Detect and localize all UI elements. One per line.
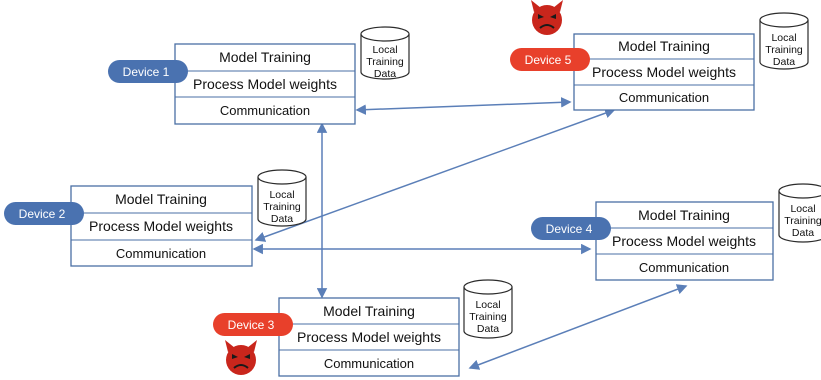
svg-text:Local: Local — [372, 44, 397, 56]
device-badge-label: Device 5 — [525, 53, 572, 67]
device-badge-label: Device 2 — [19, 207, 66, 221]
device-badge-label: Device 4 — [546, 222, 593, 236]
svg-text:Data: Data — [792, 227, 814, 239]
device-badge — [213, 313, 293, 336]
communication-label: Communication — [324, 356, 414, 371]
communication-label: Communication — [619, 90, 709, 105]
svg-text:Training: Training — [469, 311, 507, 323]
svg-text:Local: Local — [475, 299, 500, 311]
devil-face-icon — [531, 0, 563, 35]
svg-text:Training: Training — [765, 44, 803, 56]
device-badge — [531, 217, 611, 240]
device-box — [573, 33, 755, 111]
device-box — [595, 201, 774, 281]
device-node-5: Model Training Process Model weights Com… — [510, 12, 809, 111]
communication-label: Communication — [639, 260, 729, 275]
database-cylinder-icon: Local Training Data — [360, 26, 410, 80]
database-cylinder-icon: Local Training Data — [778, 183, 821, 243]
process-model-weights-label: Process Model weights — [612, 233, 756, 249]
connection-arrow — [254, 108, 616, 242]
svg-text:Data: Data — [271, 213, 293, 225]
device-node-4: Model Training Process Model weights Com… — [531, 183, 821, 281]
device-box — [278, 297, 460, 377]
model-training-label: Model Training — [638, 207, 730, 223]
device-box — [174, 43, 356, 125]
svg-text:Local: Local — [790, 203, 815, 215]
process-model-weights-label: Process Model weights — [297, 329, 441, 345]
device-badge — [108, 60, 188, 83]
process-model-weights-label: Process Model weights — [592, 64, 736, 80]
device-badge — [4, 202, 84, 225]
svg-text:Data: Data — [374, 68, 396, 80]
device-badge — [510, 48, 590, 71]
device-node-1: Model Training Process Model weights Com… — [108, 26, 410, 125]
model-training-label: Model Training — [323, 303, 415, 319]
svg-text:Training: Training — [263, 201, 301, 213]
svg-text:Data: Data — [477, 323, 499, 335]
devil-face-icon — [225, 340, 257, 375]
device-node-2: Model Training Process Model weights Com… — [4, 169, 307, 267]
database-cylinder-icon: Local Training Data — [463, 279, 513, 339]
device-box — [70, 185, 253, 267]
database-cylinder-icon: Local Training Data — [759, 12, 809, 70]
svg-text:Local: Local — [771, 32, 796, 44]
communication-label: Communication — [116, 246, 206, 261]
model-training-label: Model Training — [115, 191, 207, 207]
process-model-weights-label: Process Model weights — [89, 218, 233, 234]
device-badge-label: Device 1 — [123, 65, 170, 79]
process-model-weights-label: Process Model weights — [193, 76, 337, 92]
svg-text:Training: Training — [366, 56, 404, 68]
svg-text:Training: Training — [784, 215, 821, 227]
connection-arrow — [355, 97, 572, 115]
model-training-label: Model Training — [219, 49, 311, 65]
model-training-label: Model Training — [618, 38, 710, 54]
svg-text:Local: Local — [269, 189, 294, 201]
svg-text:Data: Data — [773, 56, 795, 68]
device-badge-label: Device 3 — [228, 318, 275, 332]
connections-layer — [252, 97, 688, 370]
communication-label: Communication — [220, 103, 310, 118]
device-node-3: Model Training Process Model weights Com… — [213, 279, 513, 377]
connection-arrow — [468, 284, 688, 370]
database-cylinder-icon: Local Training Data — [257, 169, 307, 227]
